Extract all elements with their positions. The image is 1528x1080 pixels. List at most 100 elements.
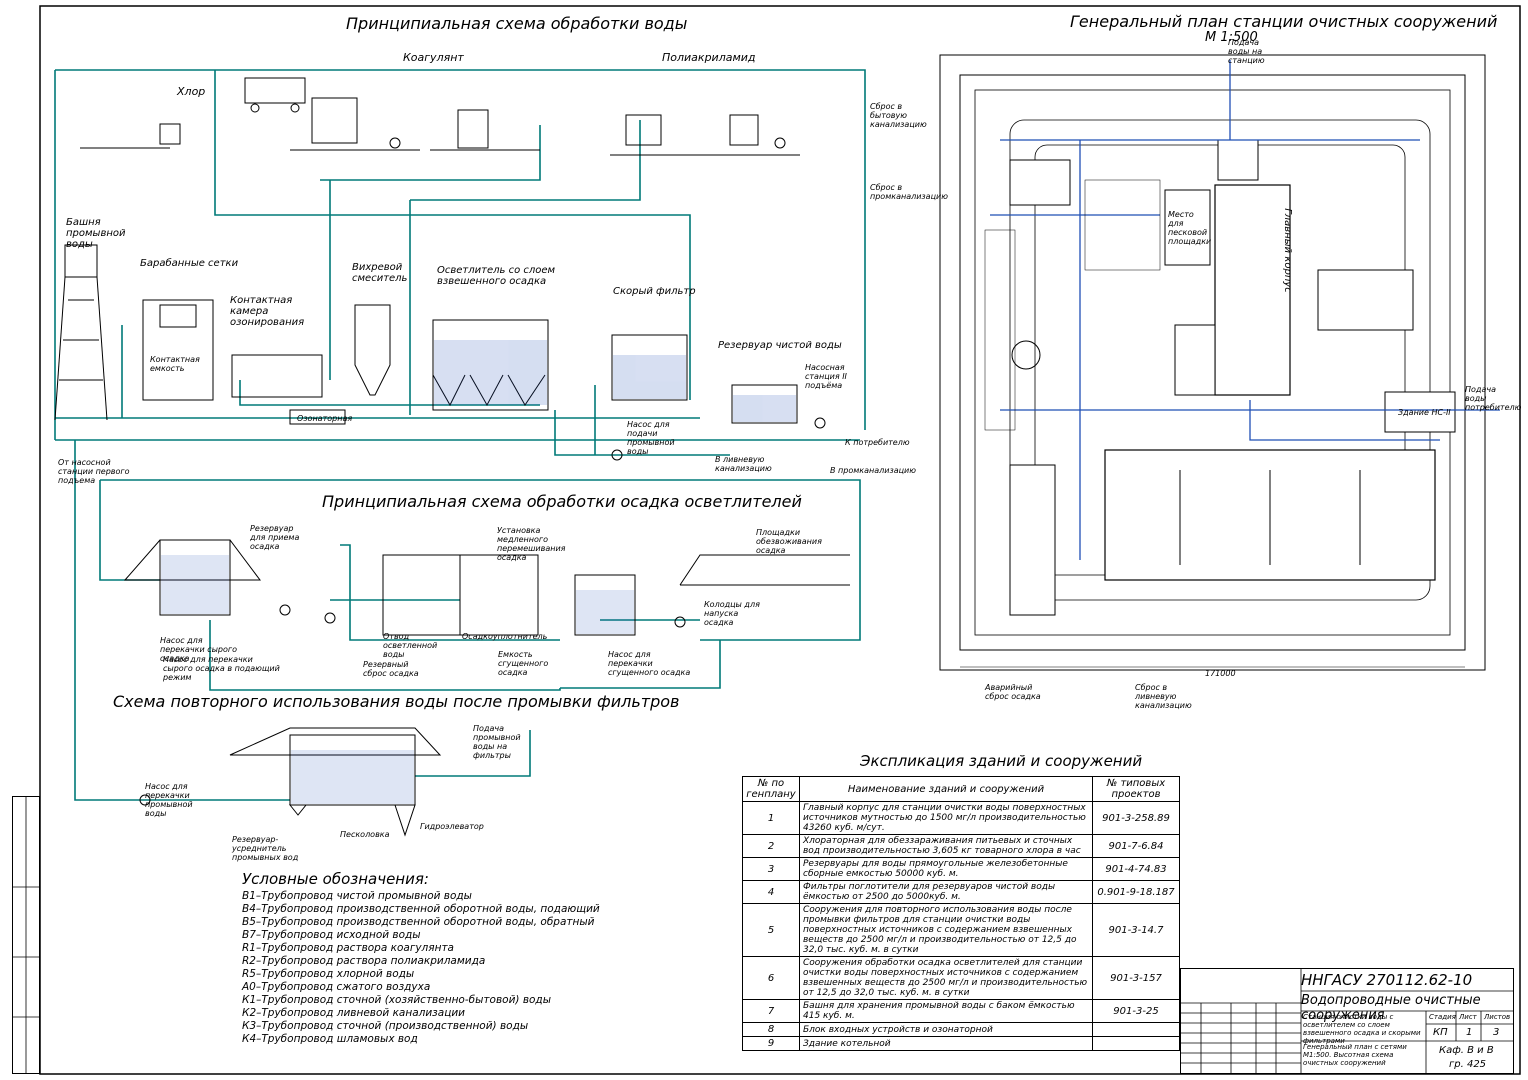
sheet-value: 1 xyxy=(1466,1027,1473,1038)
sheets-header: Листов xyxy=(1484,1013,1511,1021)
group: гр. 425 xyxy=(1449,1059,1487,1070)
dried-tank-label: Емкость сгущенного осадка xyxy=(498,650,549,677)
stage-header: Стадия xyxy=(1429,1013,1456,1021)
clean-reservoir-label: Резервуар чистой воды xyxy=(718,340,842,351)
drum-screens-label: Барабанные сетки xyxy=(140,258,239,269)
stamp-desc-1: Станция очистки воды с осветлителем со с… xyxy=(1303,1013,1421,1045)
to-prod-sewer-label: В промканализацию xyxy=(830,466,916,475)
sludge-scheme-title: Принципиальная схема обработки осадка ос… xyxy=(322,492,802,511)
department: Каф. В и В xyxy=(1439,1045,1494,1056)
reuse-supply-label: Подача промывной воды на фильтры xyxy=(473,724,521,760)
plan-emergency-label: Аварийный сброс осадка xyxy=(985,683,1041,701)
sheet-header: Лист xyxy=(1459,1013,1477,1021)
col-proj-header: № типовых проектов xyxy=(1092,776,1180,802)
explication-table: № по генплану Наименование зданий и соор… xyxy=(742,776,1180,1051)
row-no: 9 xyxy=(742,1036,800,1051)
row-no: 4 xyxy=(742,880,800,904)
row-no: 2 xyxy=(742,834,800,858)
sludge-thickener-label: Осадкоуплотнитель xyxy=(462,632,548,641)
pump-thick-label: Насос для перекачки сгущенного осадка xyxy=(608,650,691,677)
row-no: 8 xyxy=(742,1022,800,1037)
row-name: Главный корпус для станции очистки воды … xyxy=(799,801,1093,835)
table-header-row: № по генплану Наименование зданий и соор… xyxy=(742,776,1180,802)
legend-item: К2–Трубопровод ливневой канализации xyxy=(242,1007,465,1019)
reagent-equipment xyxy=(80,77,800,156)
legend-item: К4–Трубопровод шламовых вод xyxy=(242,1033,418,1045)
title-block-grid xyxy=(1181,969,1513,1073)
row-name: Сооружения обработки осадка осветлителей… xyxy=(799,956,1093,1000)
row-proj: 901-3-25 xyxy=(1092,999,1180,1023)
raw-sludge-tank-label: Резервуар для приема осадка xyxy=(250,524,300,551)
polyacrylamide-label: Полиакриламид xyxy=(662,51,756,64)
pump-station-label: Насосная станция II подъёма xyxy=(805,363,847,390)
row-name: Здание котельной xyxy=(799,1036,1093,1051)
wash-tower xyxy=(54,244,108,421)
project-code: ННГАСУ 270112.62-10 xyxy=(1301,971,1473,989)
general-plan-title: Генеральный план станции очистных сооруж… xyxy=(1070,12,1498,31)
legend-heading: Условные обозначения: xyxy=(242,870,429,888)
row-proj: 0.901-9-18.187 xyxy=(1092,880,1180,904)
explication-title: Экспликация зданий и сооружений xyxy=(860,752,1143,770)
pump-raw-2-label: Насос для перекачки сырого осадка в пода… xyxy=(163,655,280,682)
title-block: ННГАСУ 270112.62-10 Водопроводные очистн… xyxy=(1180,968,1514,1074)
legend-item: R1–Трубопровод раствора коагулянта xyxy=(242,942,454,954)
reuse-fill xyxy=(291,750,414,804)
vortex-mixer-label: Вихревой смеситель xyxy=(352,262,408,284)
plan-dim-label: 171000 xyxy=(1205,669,1236,678)
row-name: Резервуары для воды прямоугольные железо… xyxy=(799,857,1093,881)
thickener-label: Установка медленного перемешивания осадк… xyxy=(497,526,566,562)
contact-chamber-label: Контактная камера озонирования xyxy=(230,295,305,328)
sand-site-label: Место для песковой площадки xyxy=(1168,210,1212,246)
general-plan xyxy=(939,54,1500,671)
pump-wash-water-label: Насос для перекачки промывной воды xyxy=(145,782,193,818)
to-storm-label: В ливневую канализацию xyxy=(715,455,772,473)
chlorine-label: Хлор xyxy=(177,85,206,98)
plan-to-prod-sewer-label: Сброс в промканализацию xyxy=(870,183,948,201)
row-name: Хлораторная для обеззараживания питьевых… xyxy=(799,834,1093,858)
plan-to-storm-label: Сброс в ливневую канализацию xyxy=(1135,683,1192,710)
to-consumer-label: К потребителю xyxy=(845,438,910,447)
contact-tank-label: Контактная емкость xyxy=(150,355,200,373)
sheet-frame xyxy=(39,5,1521,1075)
reuse-scheme-title: Схема повторного использования воды посл… xyxy=(113,692,680,711)
pump-raw-label: Насос для перекачки сырого осадка xyxy=(160,636,237,663)
legend: Условные обозначения: В1–Трубопровод чис… xyxy=(242,870,712,1046)
wash-tower-label: Башня промывной воды xyxy=(66,217,126,250)
project-name: Водопроводные очистные сооружения xyxy=(1301,993,1481,1023)
legend-item: В4–Трубопровод производственной оборотно… xyxy=(242,903,600,915)
row-proj: 901-4-74.83 xyxy=(1092,857,1180,881)
row-proj: 901-7-6.84 xyxy=(1092,834,1180,858)
hydro-elevator-label: Гидроэлеватор xyxy=(420,822,484,831)
row-no: 3 xyxy=(742,857,800,881)
clarified-water-out-label: Отвод осветленной воды xyxy=(383,632,438,659)
row-proj: 901-3-14.7 xyxy=(1092,903,1180,957)
row-no: 7 xyxy=(742,999,800,1023)
sheets-value: 3 xyxy=(1493,1027,1500,1038)
sludge-fill xyxy=(161,555,634,634)
bins-label: Колодцы для напуска осадка xyxy=(704,600,760,627)
legend-item: R5–Трубопровод хлорной воды xyxy=(242,968,415,980)
general-plan-scale: М 1:500 xyxy=(1205,30,1258,45)
clarifier-label: Осветлитель со слоем взвешенного осадка xyxy=(437,265,556,287)
row-proj xyxy=(1092,1022,1180,1037)
row-name: Башня для хранения промывной воды с бако… xyxy=(799,999,1093,1023)
reset-label: Резервный сброс осадка xyxy=(363,660,419,678)
row-no: 6 xyxy=(742,956,800,1000)
reuse-units xyxy=(139,727,442,837)
legend-item: В5–Трубопровод производственной оборотно… xyxy=(242,916,595,928)
stamp-desc-2: Генеральный план с сетями М1:500. Высотн… xyxy=(1303,1043,1407,1067)
legend-item: К1–Трубопровод сточной (хозяйственно-быт… xyxy=(242,994,551,1006)
ozonator-label: Озонаторная xyxy=(297,414,353,423)
row-name: Сооружения для повторного использования … xyxy=(799,903,1093,957)
rapid-filter-label: Скорый фильтр xyxy=(613,286,696,297)
drying-beds-label: Площадки обезвоживания осадка xyxy=(756,528,822,555)
row-proj: 901-3-258.89 xyxy=(1092,801,1180,835)
